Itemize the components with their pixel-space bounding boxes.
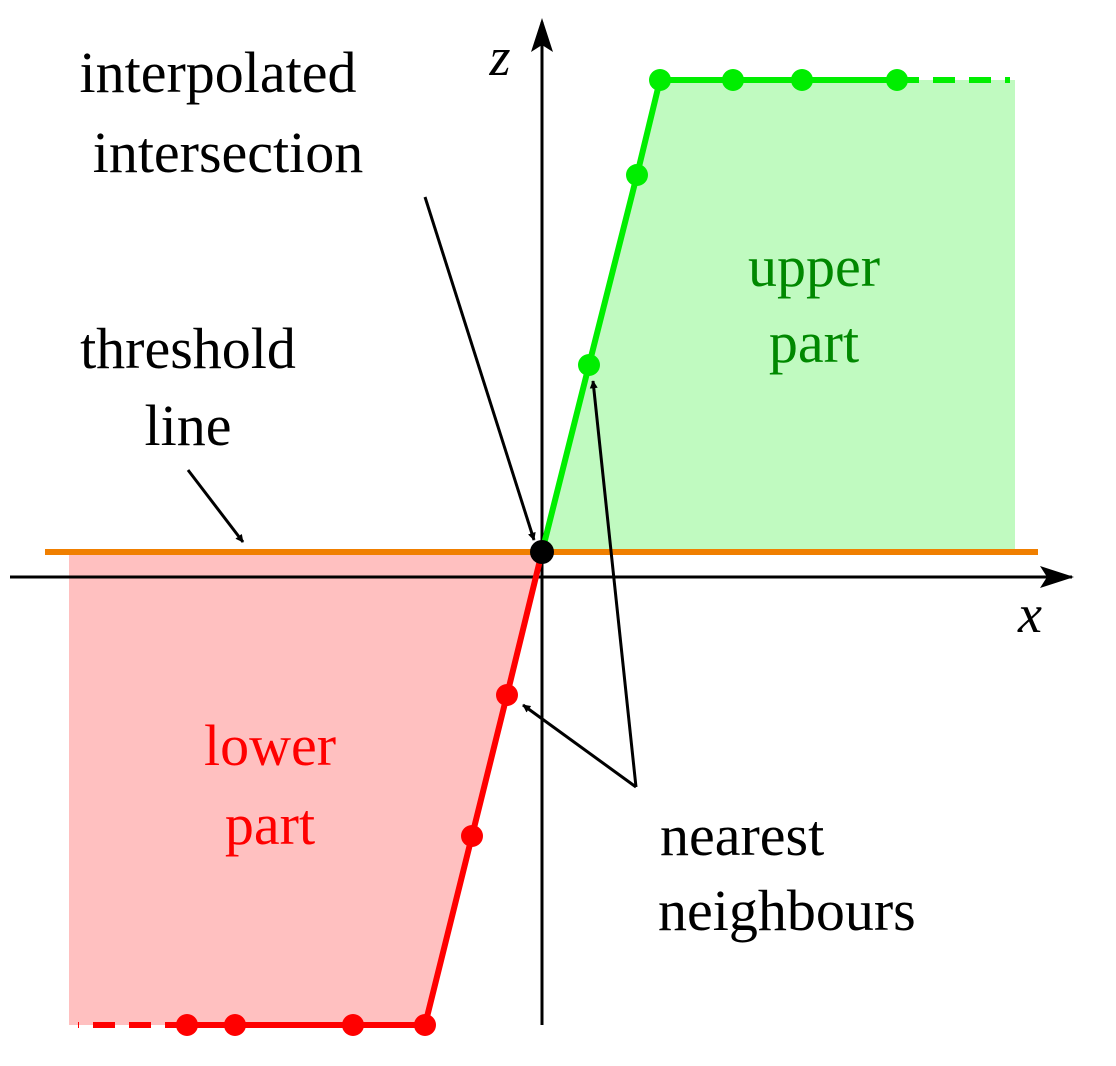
upper-part-label: upper part [748,234,880,375]
threshold-line-label-line1: threshold [80,316,296,381]
lower-point [496,684,518,706]
upper-point [791,69,813,91]
nearest-neighbours-label: nearest neighbours [658,803,916,943]
upper-point [649,69,671,91]
threshold-line-arrow [186,469,245,543]
threshold-line-label: threshold line [80,316,296,458]
lower-part-label-line1: lower [204,713,336,778]
interpolated-intersection-label: interpolated intersection [79,40,363,185]
upper-point [626,164,648,186]
lower-point [414,1014,436,1036]
interpolated-intersection-arrow [423,196,536,541]
interpolated-intersection-label-line2: intersection [93,120,364,185]
upper-point [578,354,600,376]
upper-point [886,69,908,91]
lower-part-label: lower part [204,713,336,857]
nearest-neighbour-upper-arrow [589,380,638,788]
nearest-neighbours-label-line1: nearest [660,803,824,868]
nearest-neighbours-label-line2: neighbours [658,878,916,943]
upper-point [722,69,744,91]
threshold-line-label-line2: line [145,393,232,458]
lower-point [342,1014,364,1036]
intersection-point [530,540,554,564]
z-axis-arrowhead [531,18,553,52]
nearest-neighbour-lower-arrow [522,703,637,789]
lower-point [461,825,483,847]
interpolated-intersection-label-line1: interpolated [79,40,356,105]
upper-part-region [542,80,1015,552]
lower-part-region [69,552,542,1025]
lower-point [224,1014,246,1036]
upper-part-label-line1: upper [748,234,880,299]
x-axis-label: x [1017,584,1042,644]
upper-part-label-line2: part [769,310,859,375]
x-axis-arrowhead [1040,566,1074,588]
z-axis-label: z [488,27,510,87]
upper-data-points [578,69,908,376]
lower-part-label-line2: part [225,792,315,857]
lower-data-points [176,684,518,1036]
lower-point [176,1014,198,1036]
